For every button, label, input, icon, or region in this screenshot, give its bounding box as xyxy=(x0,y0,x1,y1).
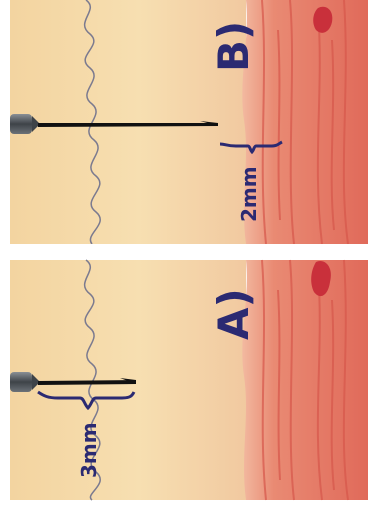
panel-b: 2mm B) xyxy=(10,0,368,244)
panel-a: 3mm A) xyxy=(10,260,368,500)
needle-hub-icon xyxy=(10,114,32,134)
needle-hub-icon xyxy=(10,372,32,392)
panel-label-b: B) xyxy=(209,21,258,72)
panel-divider xyxy=(0,244,368,260)
muscle-layer-b xyxy=(242,0,368,244)
measurement-label-b: 2mm xyxy=(237,166,261,222)
muscle-layer-a xyxy=(242,260,368,500)
measurement-label-a: 3mm xyxy=(77,422,101,478)
panel-label-a: A) xyxy=(209,288,258,340)
